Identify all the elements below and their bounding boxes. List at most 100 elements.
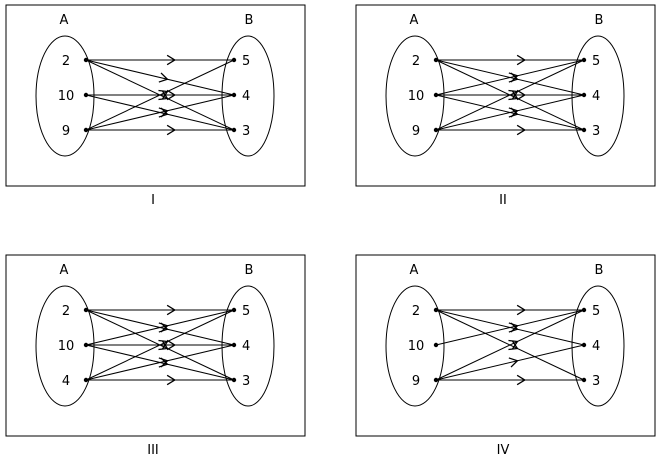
set-b-dot: [231, 127, 237, 133]
set-a-element: 9: [62, 124, 70, 139]
set-a-label: A: [410, 263, 419, 278]
set-b-element: 4: [242, 339, 250, 354]
arrow-head: [166, 124, 177, 136]
arrow-head: [166, 304, 177, 316]
set-b-ellipse: [221, 35, 275, 157]
set-b-dot: [581, 377, 587, 383]
panel-border: [355, 254, 656, 437]
mapping-arrow: [436, 54, 584, 66]
set-a-dot: [83, 377, 89, 383]
panel-border: [5, 4, 306, 187]
mapping-arrow: [86, 374, 234, 386]
set-b-label: B: [245, 263, 254, 278]
mapping-arrow: [85, 94, 235, 131]
mapping-arrow: [436, 304, 584, 316]
set-a-element: 4: [62, 374, 70, 389]
set-b-label: B: [595, 263, 604, 278]
set-b-element: 5: [242, 304, 250, 319]
set-b-element: 3: [242, 374, 250, 389]
panel-caption: II: [499, 193, 507, 208]
set-b-element: 4: [242, 89, 250, 104]
arrow-head: [516, 89, 527, 101]
set-a-dot: [83, 342, 89, 348]
set-a-dot: [433, 127, 439, 133]
set-b-element: 3: [592, 374, 600, 389]
set-a-element: 2: [62, 304, 70, 319]
mapping-arrow: [86, 304, 234, 316]
set-b-label: B: [245, 13, 254, 28]
arrow-head: [516, 54, 527, 66]
arrow-head: [158, 89, 169, 100]
set-a-dot: [83, 307, 89, 313]
set-b-element: 3: [242, 124, 250, 139]
mapping-arrow: [435, 94, 585, 131]
set-a-element: 9: [412, 374, 420, 389]
set-b-element: 4: [592, 339, 600, 354]
mapping-arrow: [435, 59, 585, 96]
set-b-dot: [231, 57, 237, 63]
mapping-arrow: [85, 59, 235, 131]
set-a-label: A: [60, 263, 69, 278]
set-a-ellipse: [385, 285, 445, 407]
set-a-element: 10: [58, 89, 75, 104]
set-b-ellipse: [571, 35, 625, 157]
arrow-head: [516, 304, 527, 316]
mapping-arrow: [435, 344, 585, 381]
arrow-head: [166, 339, 177, 351]
set-b-element: 3: [592, 124, 600, 139]
set-a-label: A: [60, 13, 69, 28]
set-b-element: 5: [592, 304, 600, 319]
mapping-arrow: [435, 309, 585, 346]
set-b-dot: [581, 57, 587, 63]
set-a-label: A: [410, 13, 419, 28]
set-a-element: 2: [62, 54, 70, 69]
arrow-head: [166, 374, 177, 386]
arrow-head: [158, 72, 169, 83]
set-a-element: 2: [412, 304, 420, 319]
panel-border: [5, 254, 306, 437]
arrow-head: [158, 339, 169, 350]
arrow-head: [508, 339, 519, 350]
mapping-arrow: [436, 374, 584, 386]
set-a-element: 10: [408, 89, 425, 104]
arrow-head: [166, 89, 177, 101]
set-b-dot: [231, 342, 237, 348]
mapping-arrow: [436, 124, 584, 136]
arrow-head: [508, 322, 519, 333]
set-b-ellipse: [221, 285, 275, 407]
set-b-dot: [581, 92, 587, 98]
arrow-head: [158, 357, 169, 368]
set-a-dot: [433, 342, 439, 348]
set-a-dot: [433, 57, 439, 63]
set-a-dot: [433, 92, 439, 98]
arrow-head: [516, 124, 527, 136]
set-a-element: 9: [412, 124, 420, 139]
set-b-dot: [581, 342, 587, 348]
set-b-dot: [231, 307, 237, 313]
set-b-element: 5: [592, 54, 600, 69]
arrow-head: [158, 322, 169, 333]
set-b-dot: [581, 127, 587, 133]
set-b-dot: [231, 92, 237, 98]
set-a-dot: [433, 377, 439, 383]
arrow-head: [516, 374, 527, 386]
set-b-dot: [231, 377, 237, 383]
set-b-element: 4: [592, 89, 600, 104]
set-a-dot: [83, 57, 89, 63]
mapping-arrow: [435, 309, 585, 381]
mapping-arrow: [86, 124, 234, 136]
panel-caption: IV: [497, 443, 510, 458]
set-a-ellipse: [385, 35, 445, 157]
mapping-arrow: [435, 59, 585, 131]
arrow-head: [166, 54, 177, 66]
set-a-dot: [433, 307, 439, 313]
panel-caption: III: [147, 443, 159, 458]
mapping-arrow: [85, 309, 235, 346]
mapping-arrow: [86, 54, 234, 66]
set-a-dot: [83, 92, 89, 98]
set-a-ellipse: [35, 35, 95, 157]
